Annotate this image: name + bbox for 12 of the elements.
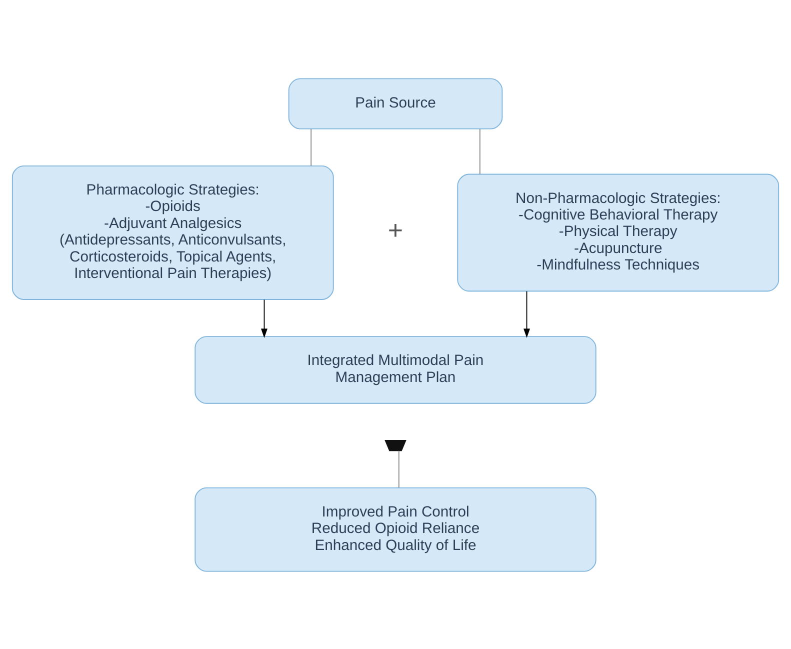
arrow <box>524 290 530 338</box>
node-box: Improved Pain Control Reduced Opioid Reliance Enhanced Quality of Life <box>194 486 596 572</box>
connector <box>479 128 480 174</box>
node-box: Integrated Multimodal Pain Management Plan <box>194 336 596 404</box>
label: + <box>388 214 404 245</box>
connector <box>310 128 312 166</box>
node-box: Non-Pharmacologic Strategies: -Cognitive Behavioral Therapy -Physical Therapy -Acupuncture -Mindfulness Techniques <box>457 173 780 292</box>
connector <box>398 450 400 488</box>
node-box: Pain Source <box>288 78 503 129</box>
node-scales <box>384 440 406 451</box>
arrow <box>260 298 268 338</box>
node-box: Pharmacologic Strategies: -Opioids -Adjuvant Analgesics (Antidepressants, Anticonvulsants, Corticosteroids, Topical Agents, Interventional Pain Therapies) <box>12 164 334 300</box>
